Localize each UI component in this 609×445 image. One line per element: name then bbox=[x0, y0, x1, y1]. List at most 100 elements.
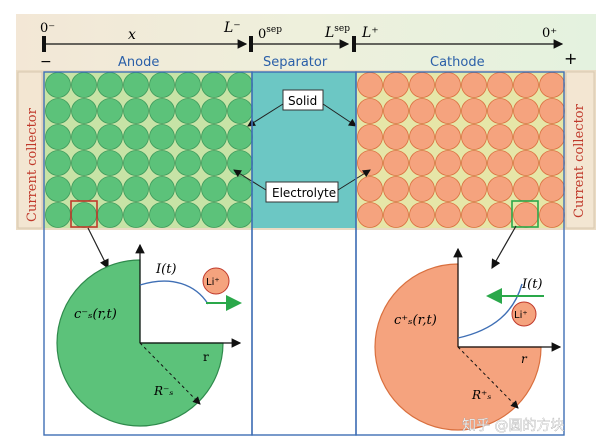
anode-particle bbox=[97, 150, 123, 176]
anode-particle bbox=[71, 202, 97, 228]
electrolyte-callout-label: Electrolyte bbox=[272, 186, 336, 200]
anode-particle-sphere bbox=[56, 259, 224, 427]
anode-particle bbox=[149, 98, 175, 124]
cathode-zoom-arrow bbox=[491, 225, 517, 270]
cathode-particle bbox=[539, 98, 565, 124]
cathode-particle bbox=[487, 150, 513, 176]
anode-particle bbox=[175, 202, 201, 228]
cathode-particle bbox=[487, 72, 513, 98]
anode-particle bbox=[71, 124, 97, 150]
solid-arrow-left bbox=[247, 103, 284, 127]
cathode-particle bbox=[383, 202, 409, 228]
anode-particle bbox=[71, 176, 97, 202]
cathode-concentration-label: c⁺ₛ(r,t) bbox=[394, 313, 437, 328]
anode-region bbox=[44, 72, 252, 228]
anode-particle bbox=[123, 202, 149, 228]
cathode-particle bbox=[409, 150, 435, 176]
cathode-particle bbox=[513, 98, 539, 124]
cathode-particle-model bbox=[374, 247, 562, 431]
cathode-particle bbox=[409, 98, 435, 124]
cathode-particle bbox=[435, 72, 461, 98]
cathode-particle bbox=[383, 150, 409, 176]
anode-particle bbox=[227, 150, 253, 176]
anode-particle bbox=[175, 124, 201, 150]
anode-particles bbox=[45, 72, 253, 228]
cathode-particle bbox=[487, 124, 513, 150]
anode-concentration-label: c⁻ₛ(r,t) bbox=[74, 307, 117, 322]
anode-particle bbox=[97, 124, 123, 150]
electrolyte-arrow-right bbox=[337, 169, 371, 191]
cathode-particle bbox=[357, 176, 383, 202]
solid-callout-label: Solid bbox=[288, 94, 317, 108]
axis-sep-start-label: 0sep bbox=[258, 25, 282, 42]
cathode-particle bbox=[461, 98, 487, 124]
anode-particle bbox=[175, 98, 201, 124]
anode-particle bbox=[123, 150, 149, 176]
cathode-particle bbox=[513, 176, 539, 202]
anode-particle bbox=[71, 150, 97, 176]
anode-radius-label: R⁻ₛ bbox=[153, 384, 173, 398]
axis-x-label: x bbox=[128, 27, 136, 43]
anode-particle bbox=[227, 98, 253, 124]
cathode-particle bbox=[539, 202, 565, 228]
cathode-particle bbox=[383, 98, 409, 124]
cathode-particle bbox=[357, 202, 383, 228]
anode-particle bbox=[227, 72, 253, 98]
axis-origin-left-label: 0⁻ bbox=[40, 21, 55, 36]
region-frames bbox=[43, 71, 565, 436]
anode-particle bbox=[227, 176, 253, 202]
cathode-particle bbox=[513, 202, 539, 228]
anode-particle-model bbox=[56, 243, 242, 427]
cathode-particle bbox=[357, 124, 383, 150]
anode-label: Anode bbox=[118, 55, 159, 70]
electrolyte-callout-box bbox=[265, 181, 339, 203]
anode-zoom-arrow bbox=[87, 227, 109, 270]
watermark: 知乎 @圆的方块 bbox=[462, 417, 564, 434]
anode-particle bbox=[201, 72, 227, 98]
anode-particle bbox=[201, 202, 227, 228]
anode-particle bbox=[123, 176, 149, 202]
anode-particle bbox=[45, 98, 71, 124]
anode-particle bbox=[201, 98, 227, 124]
anode-particle bbox=[97, 72, 123, 98]
cathode-particle bbox=[435, 150, 461, 176]
cathode-particle bbox=[383, 176, 409, 202]
cathode-particle bbox=[513, 150, 539, 176]
cathode-current-label: I(t) bbox=[521, 277, 543, 292]
cathode-particle bbox=[435, 124, 461, 150]
solid-callout-box bbox=[282, 89, 324, 111]
cathode-li-ion-label: Li⁺ bbox=[514, 310, 528, 321]
anode-particle bbox=[45, 202, 71, 228]
cathode-particle bbox=[357, 98, 383, 124]
cathode-r-axis-label: r bbox=[521, 352, 528, 366]
anode-li-ion-label: Li⁺ bbox=[206, 277, 220, 288]
anode-particle bbox=[97, 176, 123, 202]
left-current-collector bbox=[17, 71, 43, 229]
anode-particle bbox=[149, 202, 175, 228]
anode-particle bbox=[175, 150, 201, 176]
anode-radius-line bbox=[139, 342, 201, 405]
cathode-particle bbox=[461, 202, 487, 228]
anode-particle bbox=[201, 176, 227, 202]
cathode-particle bbox=[461, 72, 487, 98]
axis-sep-end-label: Lsep bbox=[324, 24, 350, 41]
negative-terminal: − bbox=[40, 54, 52, 70]
cathode-particle bbox=[539, 72, 565, 98]
anode-particle bbox=[149, 176, 175, 202]
positive-terminal: + bbox=[564, 49, 577, 68]
left-collector-label: Current collector bbox=[25, 107, 40, 222]
cathode-particle bbox=[461, 124, 487, 150]
cathode-particle bbox=[409, 72, 435, 98]
anode-particle bbox=[175, 176, 201, 202]
anode-particle bbox=[45, 124, 71, 150]
cathode-particle bbox=[435, 202, 461, 228]
anode-particle bbox=[97, 98, 123, 124]
cathode-label: Cathode bbox=[430, 55, 485, 70]
axis-band bbox=[16, 14, 596, 70]
cathode-particle bbox=[513, 124, 539, 150]
cathode-particle bbox=[383, 124, 409, 150]
anode-particle bbox=[123, 98, 149, 124]
cathode-particle bbox=[435, 98, 461, 124]
solid-arrow-right bbox=[322, 103, 357, 127]
